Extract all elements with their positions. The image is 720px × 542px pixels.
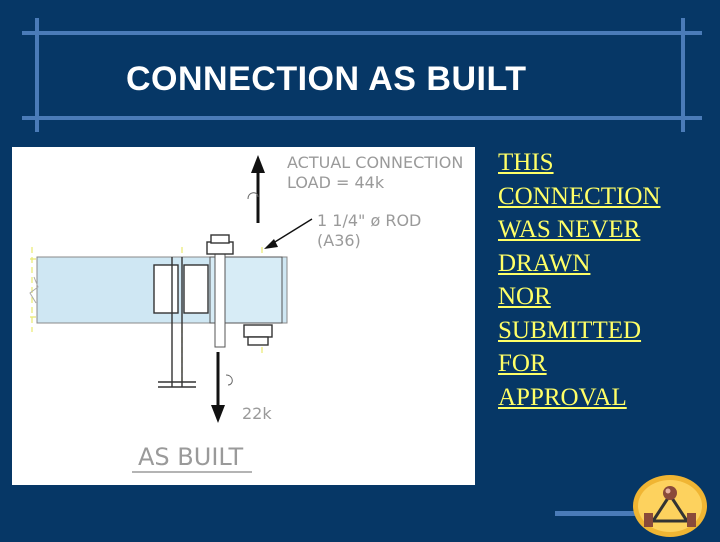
lower-load-label: 22k xyxy=(242,404,272,423)
load-label-line1: ACTUAL CONNECTION xyxy=(287,153,463,172)
connection-drawing: ACTUAL CONNECTION LOAD = 44k 1 1/4" ø RO… xyxy=(12,147,475,485)
slide-title: CONNECTION AS BUILT xyxy=(126,60,527,98)
note-line-6: SUBMITTED xyxy=(498,316,642,344)
note-line-4: DRAWN xyxy=(498,249,591,277)
truss-logo-icon xyxy=(631,471,709,542)
frame-bottom-line xyxy=(22,116,702,120)
rod xyxy=(214,246,226,348)
note-line-3: WAS NEVER xyxy=(498,216,641,243)
footer-line xyxy=(555,511,705,516)
frame-right-line xyxy=(681,18,685,132)
approval-note: THIS CONNECTION WAS NEVER DRAWN NOR SUBM… xyxy=(498,146,713,414)
rod-label-line1: 1 1/4" ø ROD xyxy=(317,211,421,230)
rod-label-line2: (A36) xyxy=(317,231,361,250)
connection-drawing-svg: ACTUAL CONNECTION LOAD = 44k 1 1/4" ø RO… xyxy=(29,153,463,473)
frame-top-line xyxy=(22,31,702,35)
frame-left-line xyxy=(35,18,39,132)
down-arrow-icon xyxy=(211,405,225,423)
load-label-line2: LOAD = 44k xyxy=(287,173,385,192)
note-line-2: CONNECTION xyxy=(498,182,661,210)
note-line-7: FOR xyxy=(498,350,547,377)
up-arrow-icon xyxy=(251,155,265,173)
note-line-5: NOR xyxy=(498,283,551,310)
note-line-1: THIS xyxy=(498,149,554,176)
drawing-caption: AS BUILT xyxy=(138,443,243,471)
note-line-8: APPROVAL xyxy=(498,383,627,411)
